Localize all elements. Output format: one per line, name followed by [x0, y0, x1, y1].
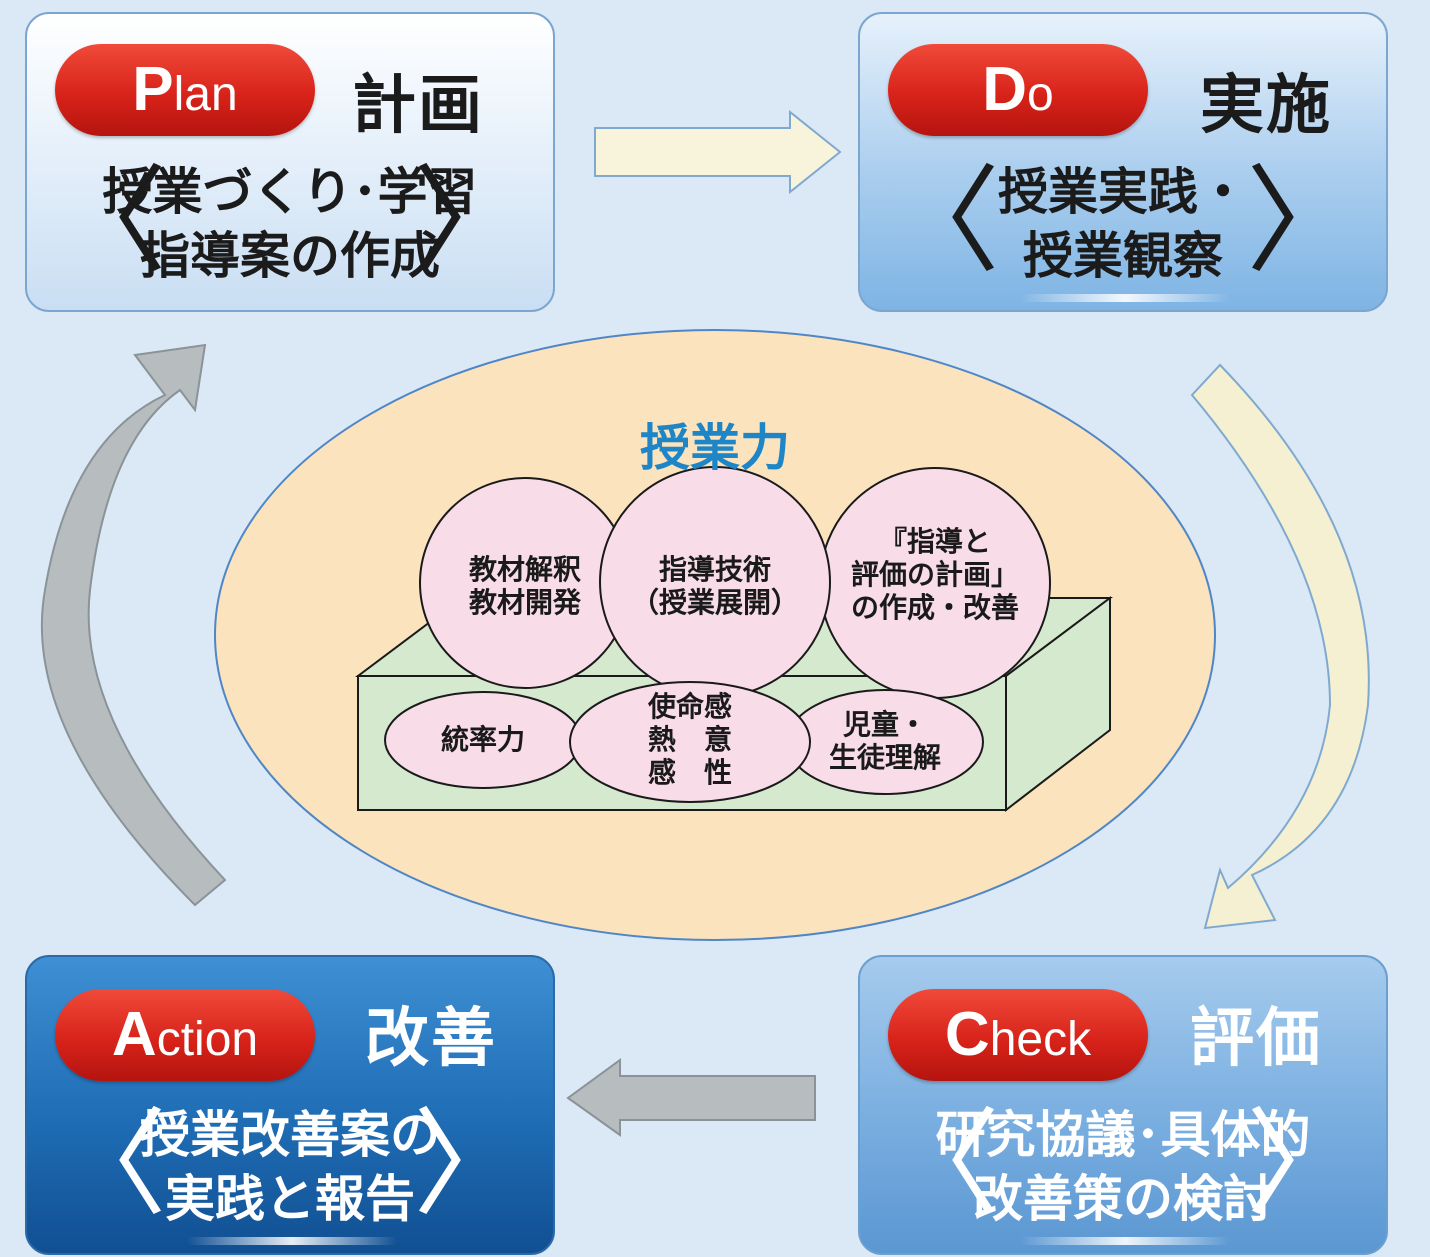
- do-pill: Do: [888, 44, 1148, 136]
- arrow-check-to-action: [566, 1058, 816, 1137]
- oval-mission-text: 使命感 熱 意 感 性: [647, 690, 732, 789]
- open-bracket: 〈: [51, 154, 167, 289]
- action-shine: [187, 1237, 397, 1245]
- close-bracket: 〉: [1246, 1097, 1362, 1232]
- check-shine: [1020, 1237, 1230, 1245]
- sphere-technique-text: 指導技術 （授業展開）: [630, 553, 799, 619]
- close-bracket: 〉: [413, 1097, 529, 1232]
- do-description: 〈 授業実践・ 授業観察 〉: [860, 152, 1386, 297]
- check-kanji: 評価: [1190, 1002, 1322, 1076]
- action-pill: Action: [55, 989, 315, 1081]
- open-bracket: 〈: [884, 1097, 1000, 1232]
- check-pill: Check: [888, 989, 1148, 1081]
- sphere-plan-text: 『指導と 評価の計画」 の作成・改善: [850, 525, 1019, 624]
- open-bracket: 〈: [884, 154, 1000, 289]
- close-bracket: 〉: [413, 154, 529, 289]
- action-box: Action 改善 〈 授業改善案の 実践と報告 〉: [25, 955, 555, 1255]
- open-bracket: 〈: [51, 1097, 167, 1232]
- do-kanji: 実施: [1200, 69, 1332, 143]
- arrow-action-to-plan: [41, 343, 227, 907]
- oval-understanding-text: 児童・ 生徒理解: [828, 708, 941, 774]
- action-kanji: 改善: [365, 1002, 497, 1076]
- check-description: 〈 研究協議･具体的 改善策の検討 〉: [860, 1095, 1386, 1240]
- oval-mission: [569, 681, 811, 803]
- plan-box: Plan 計画 〈 授業づくり･学習 指導案の作成 〉: [25, 12, 555, 312]
- plan-description: 〈 授業づくり･学習 指導案の作成 〉: [27, 152, 553, 297]
- do-shine: [1020, 294, 1230, 302]
- plan-pill: Plan: [55, 44, 315, 136]
- oval-leadership-text: 統率力: [440, 723, 525, 756]
- arrow-plan-to-do: [594, 109, 842, 195]
- check-box: Check 評価 〈 研究協議･具体的 改善策の検討 〉: [858, 955, 1388, 1255]
- sphere-material-text: 教材解釈 教材開発: [468, 553, 581, 619]
- plan-kanji: 計画: [352, 69, 484, 143]
- close-bracket: 〉: [1246, 154, 1362, 289]
- action-description: 〈 授業改善案の 実践と報告 〉: [27, 1095, 553, 1240]
- do-box: Do 実施 〈 授業実践・ 授業観察 〉: [858, 12, 1388, 312]
- center-title: 授業力: [640, 419, 790, 477]
- arrow-do-to-check: [1190, 363, 1370, 930]
